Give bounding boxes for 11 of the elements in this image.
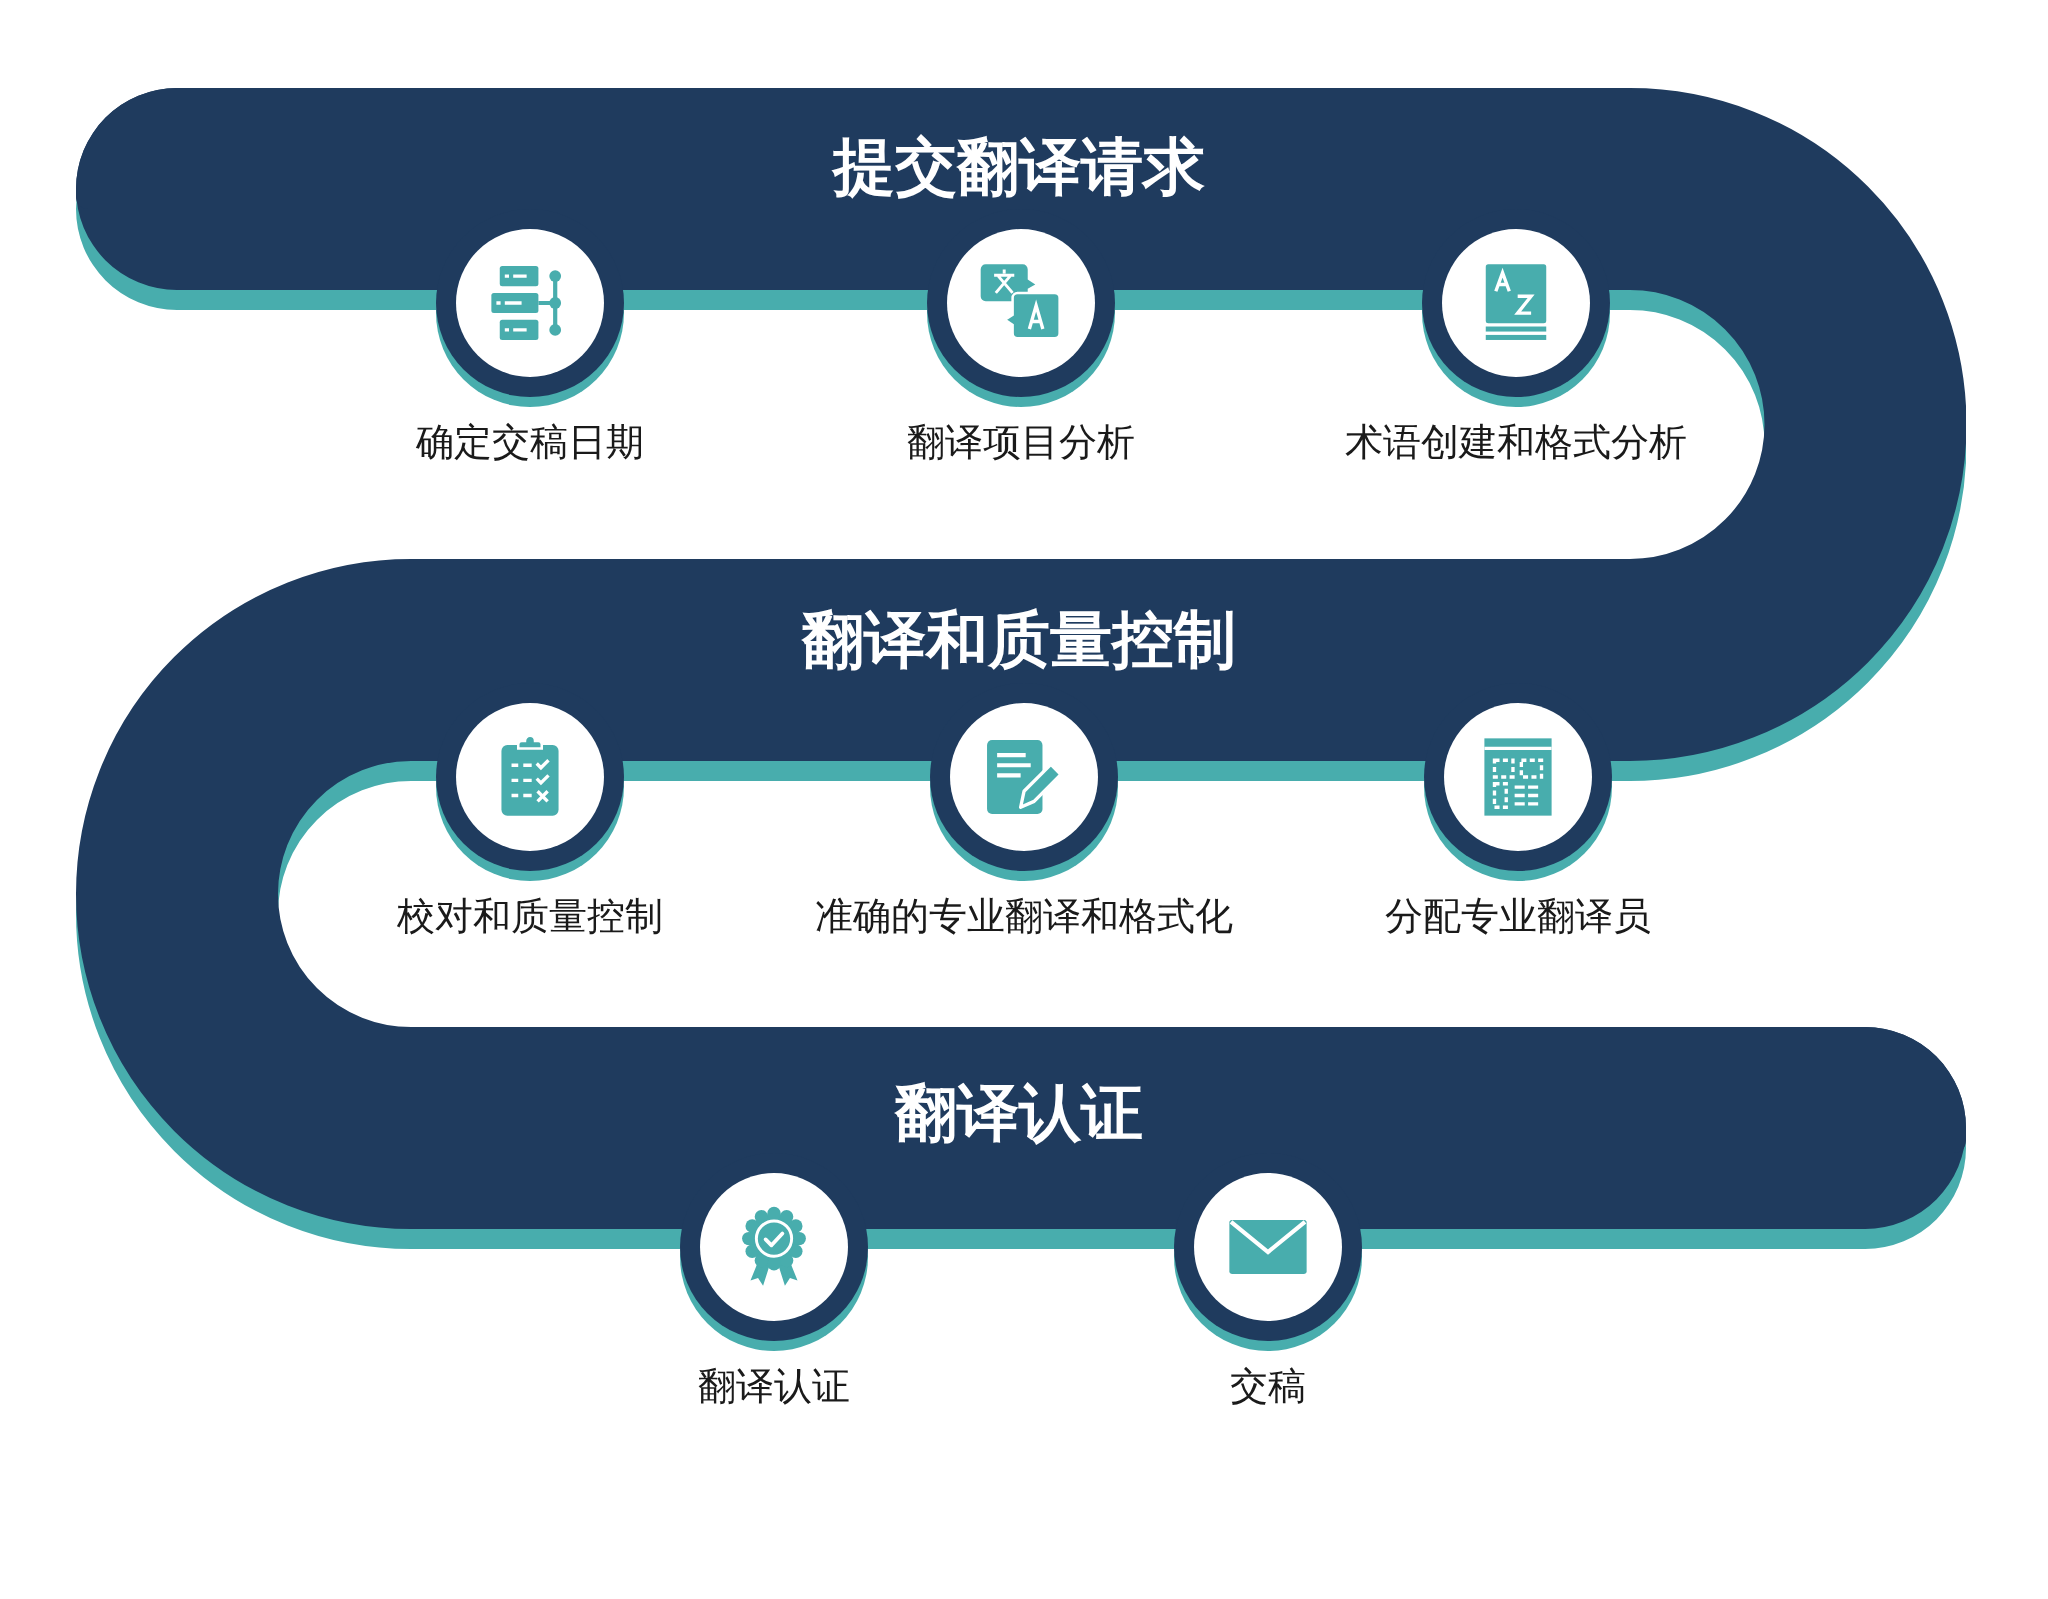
stage-title: 提交翻译请求: [833, 132, 1205, 202]
stage-title: 翻译认证: [895, 1078, 1143, 1148]
step-label: 翻译项目分析: [907, 420, 1135, 466]
step-label: 翻译认证: [698, 1364, 850, 1410]
step-label: 准确的专业翻译和格式化: [815, 894, 1233, 940]
step-label: 交稿: [1230, 1364, 1306, 1410]
step-label: 术语创建和格式分析: [1345, 420, 1687, 466]
step-label: 确定交稿日期: [416, 420, 644, 466]
step-label: 校对和质量控制: [397, 894, 663, 940]
step-label: 分配专业翻译员: [1385, 894, 1651, 940]
stage-title: 翻译和质量控制: [802, 605, 1236, 675]
